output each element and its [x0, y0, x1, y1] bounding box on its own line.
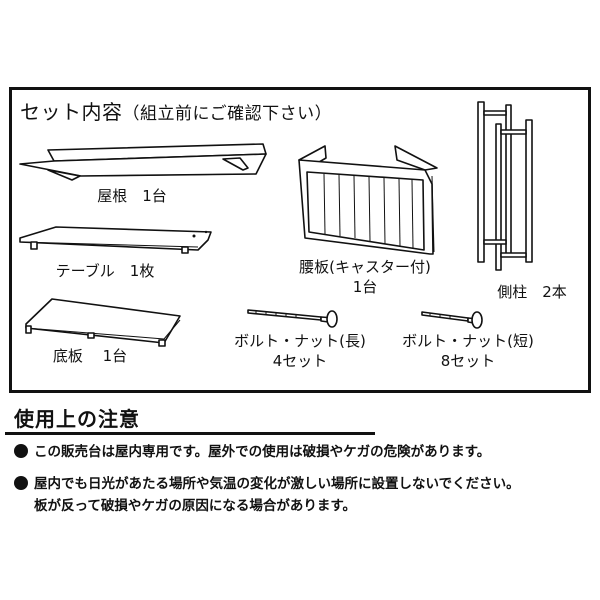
set-contents-subtitle: （組立前にご確認下さい）: [122, 104, 333, 124]
bolt-short-label-line2: 8セット: [440, 352, 496, 370]
waist-panel-label-line2: 1台: [352, 278, 378, 296]
bolt-long-label-line1: ボルト・ナット(長): [234, 332, 366, 350]
waist-panel-icon: [298, 145, 438, 255]
side-posts-icon: [477, 101, 533, 271]
base-board-label: 底板 1台: [52, 347, 128, 365]
set-contents-box: [9, 87, 591, 393]
bullet-icon: [14, 444, 28, 458]
caution-heading: 使用上の注意: [14, 407, 140, 431]
caution-note-2: 屋内でも日光があたる場所や気温の変化が激しい場所に設置しないでください。 板が反…: [14, 473, 520, 517]
bolt-long-label-line2: 4セット: [272, 352, 328, 370]
base-board-icon: [25, 298, 181, 347]
caution-heading-underline: [5, 432, 375, 435]
caution-note-1-text: この販売台は屋内専用です。屋外での使用は破損やケガの危険があります。: [34, 444, 491, 460]
bolt-long-icon: [247, 309, 338, 328]
caution-note-2-line1: 屋内でも日光があたる場所や気温の変化が激しい場所に設置しないでください。: [34, 476, 520, 492]
side-posts-label: 側柱 2本: [497, 283, 567, 301]
caution-note-1: この販売台は屋内専用です。屋外での使用は破損やケガの危険があります。: [14, 441, 490, 463]
table-icon: [19, 226, 212, 254]
bolt-short-label-line1: ボルト・ナット(短): [402, 332, 534, 350]
set-contents-title: セット内容（組立前にご確認下さい）: [20, 96, 332, 125]
set-contents-heading: セット内容: [20, 100, 123, 124]
caution-note-2-line2: 板が反って破損やケガの原因になる場合があります。: [34, 498, 356, 514]
waist-panel-label-line1: 腰板(キャスター付): [299, 258, 431, 276]
table-label: テーブル 1枚: [55, 262, 155, 280]
bolt-short-icon: [421, 311, 483, 329]
roof-label: 屋根 1台: [97, 187, 167, 205]
roof-icon: [19, 143, 267, 181]
bullet-icon: [14, 476, 28, 490]
